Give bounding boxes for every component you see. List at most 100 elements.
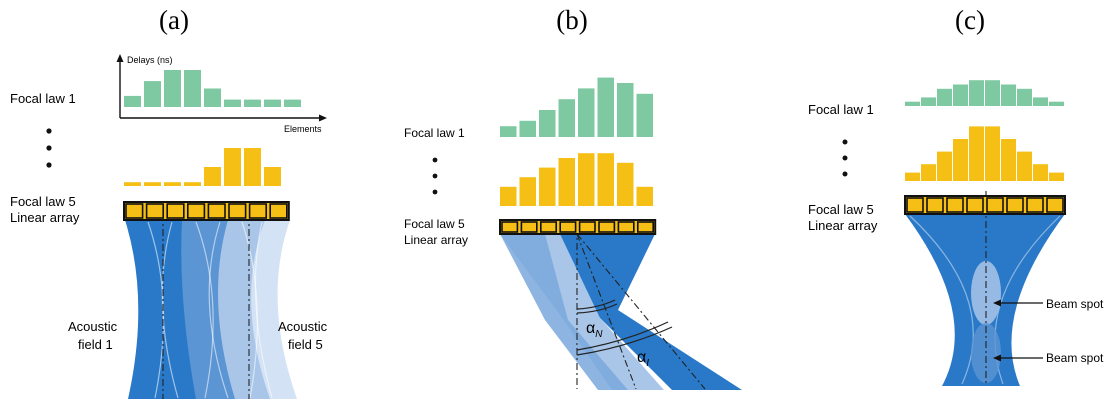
focal-law-1-label: Focal law 1 [10, 91, 76, 106]
array-element [906, 197, 924, 213]
acoustic-fields [125, 214, 297, 399]
angle-alpha-n-label: αN [586, 320, 603, 340]
ellipsis-dot [842, 171, 848, 177]
array-frame [123, 201, 290, 221]
array-element [125, 203, 144, 219]
array-element [559, 221, 577, 233]
array-element [946, 197, 964, 213]
array-element [986, 197, 1004, 213]
array-element [269, 203, 288, 219]
array-element [598, 221, 616, 233]
delay-bar [264, 167, 281, 186]
panel-a-title: (a) [159, 5, 189, 35]
acoustic-field-1-label: Acoustic [68, 319, 118, 334]
delay-bar [500, 186, 517, 206]
delay-bar [224, 148, 241, 186]
elements-axis-label: Elements [284, 124, 322, 134]
panel-c: (c) Focal law 1 Focal law 5 Linear array… [808, 5, 1104, 386]
focal-law-5-label: Focal law 5 [10, 194, 76, 209]
delay-bar [244, 99, 261, 107]
ellipsis-dot [46, 162, 52, 168]
delay-bar [617, 162, 634, 206]
delay-bar [164, 70, 181, 107]
delay-bar [636, 186, 653, 206]
focal-law-1-label: Focal law 1 [404, 126, 465, 140]
delay-bar [953, 139, 968, 181]
array-element [1026, 197, 1044, 213]
delay-bar [597, 153, 614, 206]
focal-law-5-label: Focal law 5 [808, 202, 874, 217]
beam-spot-lower-label: Beam spot [1046, 351, 1104, 365]
delay-bar [204, 88, 221, 107]
delay-bar [1033, 164, 1048, 181]
delay-bars-focal-law-1 [124, 70, 301, 107]
delay-bar [539, 110, 556, 137]
delay-bar [500, 126, 517, 137]
delay-bar [636, 93, 653, 137]
array-element [1046, 197, 1064, 213]
delay-bar [985, 126, 1000, 181]
delay-bar [1001, 139, 1016, 181]
array-element [501, 221, 519, 233]
linear-array-label: Linear array [10, 210, 80, 225]
delay-bars-focal-law-1 [905, 80, 1064, 106]
delay-bar [519, 120, 536, 137]
delay-bar [905, 101, 920, 106]
array-element [1006, 197, 1024, 213]
delay-bar [617, 83, 634, 137]
focused-beam [905, 191, 1065, 386]
delay-axes [116, 54, 327, 122]
linear-array-label: Linear array [404, 233, 468, 247]
delay-bar [905, 172, 920, 181]
array-element [617, 221, 635, 233]
array-frame [499, 219, 657, 235]
array-element [636, 221, 654, 233]
delay-bar [124, 182, 141, 186]
panel-c-title: (c) [955, 5, 985, 35]
ellipsis-dot [432, 157, 438, 163]
delay-bar [224, 99, 241, 107]
linear-array-elements [499, 219, 657, 235]
delay-bar [969, 80, 984, 106]
delay-bar [1001, 84, 1016, 106]
ellipsis-dot [842, 155, 848, 161]
acoustic-field-5-label: Acoustic [278, 319, 328, 334]
delay-bar [1033, 97, 1048, 106]
delay-bars-focal-law-1 [500, 77, 653, 137]
delay-bar [985, 80, 1000, 106]
ellipsis-dot [432, 189, 438, 195]
delay-bar [264, 99, 281, 107]
ellipsis-dot [842, 139, 848, 145]
focal-law-5-label: Focal law 5 [404, 217, 465, 231]
delays-axis-label: Delays (ns) [127, 55, 173, 65]
delay-bar [519, 177, 536, 206]
delay-bars-focal-law-5 [124, 148, 281, 186]
delay-bar [1049, 101, 1064, 106]
ellipsis-dot [46, 128, 52, 134]
acoustic-field-5-label-line2: field 5 [288, 337, 323, 352]
delay-bar [558, 99, 575, 137]
panel-b-title: (b) [556, 5, 587, 35]
delay-bar [184, 182, 201, 186]
delay-bar [597, 77, 614, 137]
delay-bar [244, 148, 261, 186]
delay-bar [124, 95, 141, 107]
panel-b: (b) Focal law 1 Focal law 5 Linear array… [404, 5, 742, 390]
array-element [520, 221, 538, 233]
delay-bar [1049, 172, 1064, 181]
array-element [228, 203, 247, 219]
delay-bar [164, 182, 181, 186]
delay-bar [539, 167, 556, 206]
delay-bar [969, 126, 984, 181]
delay-bar [937, 88, 952, 106]
steered-beams [500, 228, 742, 390]
array-element [145, 203, 165, 219]
delay-bar [921, 97, 936, 106]
array-frame [904, 195, 1066, 215]
delay-bar [144, 182, 161, 186]
delay-bar [184, 70, 201, 107]
delay-bar [937, 151, 952, 181]
linear-array-elements [123, 201, 290, 221]
array-element [248, 203, 268, 219]
